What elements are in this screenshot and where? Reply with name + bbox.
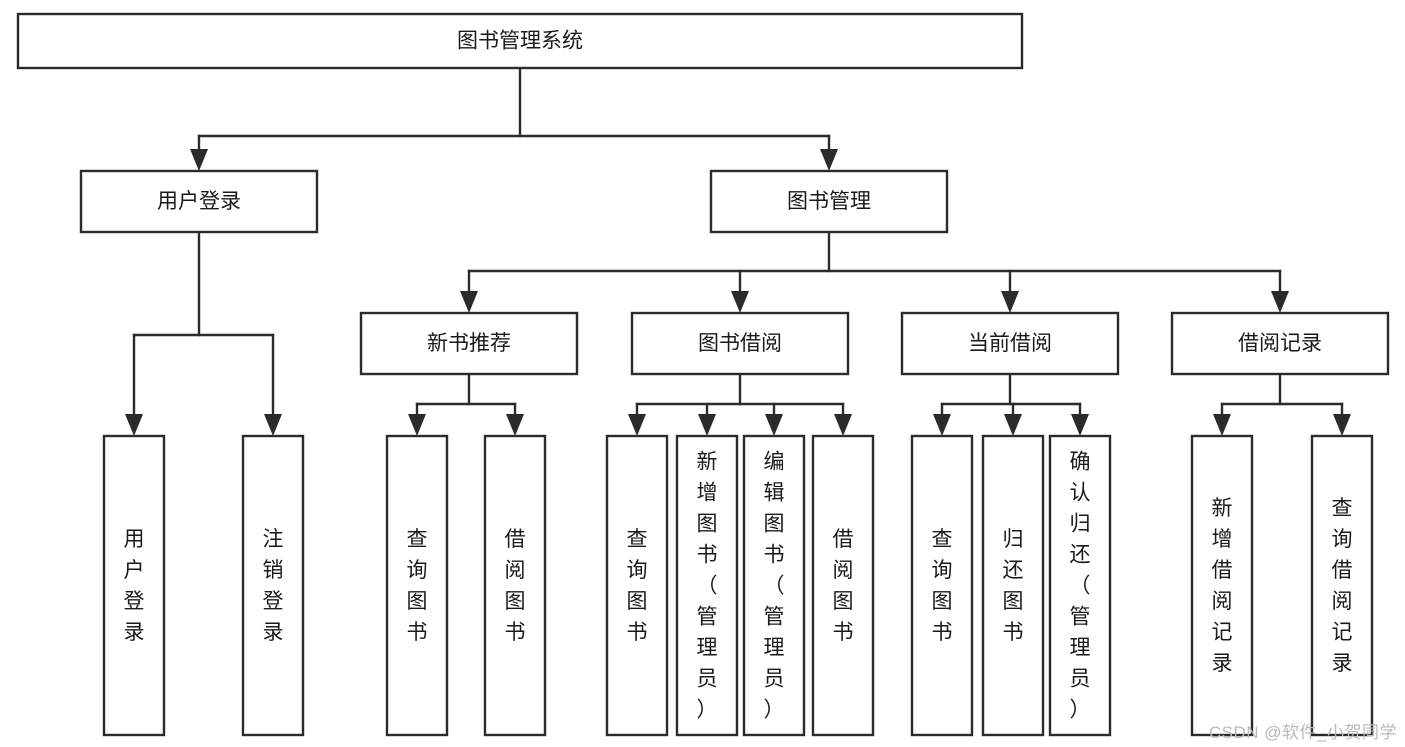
- connector-root-to-book-management: [820, 134, 838, 171]
- node-leaf-borrow-book-recommend[interactable]: 借阅图书: [483, 434, 547, 737]
- connector-recommend-to-leaf-2: [506, 402, 524, 436]
- node-box-leaf-user-logout[interactable]: [241, 434, 305, 737]
- node-label-leaf-return-book: 归还图书: [1003, 528, 1024, 644]
- node-box-leaf-borrow-book[interactable]: [811, 434, 875, 737]
- node-box-leaf-add-borrow-record[interactable]: [1190, 434, 1254, 737]
- connector-current-to-leaf-3: [1071, 402, 1089, 436]
- node-book-management[interactable]: 图书管理: [709, 169, 949, 234]
- node-label-leaf-borrow-book-recommend: 借阅图书: [505, 528, 526, 644]
- connector-records-to-leaf-1: [1213, 402, 1231, 436]
- connector-records-to-leaf-2: [1333, 402, 1351, 436]
- node-leaf-add-borrow-record[interactable]: 新增借阅记录: [1190, 434, 1254, 737]
- node-leaf-user-logout[interactable]: 注销登录: [241, 434, 305, 737]
- node-label-borrow-records: 借阅记录: [1238, 332, 1322, 355]
- connector-borrow-to-leaf-1: [628, 402, 646, 436]
- connector-user-login-to-leaf-2: [264, 333, 282, 436]
- node-box-leaf-query-borrow-record[interactable]: [1310, 434, 1374, 737]
- node-label-current-borrow: 当前借阅: [968, 332, 1052, 355]
- node-new-book-recommend[interactable]: 新书推荐: [359, 311, 579, 376]
- connector-current-to-leaf-1: [933, 402, 951, 436]
- node-label-user-login: 用户登录: [157, 190, 241, 213]
- node-label-leaf-borrow-book: 借阅图书: [833, 528, 854, 644]
- node-label-leaf-query-book-borrow: 查询图书: [627, 528, 648, 644]
- connector-book-management-to-records: [1271, 269, 1289, 313]
- node-label-leaf-confirm-return-admin: 确认归还（管理员）: [1070, 450, 1091, 721]
- node-root[interactable]: 图书管理系统: [16, 12, 1024, 70]
- node-label-book-borrow: 图书借阅: [698, 332, 782, 355]
- node-user-login[interactable]: 用户登录: [79, 169, 319, 234]
- connector-current-to-leaf-2: [1004, 402, 1022, 436]
- node-leaf-borrow-book[interactable]: 借阅图书: [811, 434, 875, 737]
- node-box-leaf-add-book-admin[interactable]: [675, 434, 739, 737]
- node-box-borrow-records[interactable]: [1170, 311, 1390, 376]
- node-leaf-query-book-recommend[interactable]: 查询图书: [385, 434, 449, 737]
- node-label-leaf-query-borrow-record: 查询借阅记录: [1332, 497, 1353, 675]
- connector-book-management-to-borrow: [731, 269, 749, 313]
- connector-borrow-to-leaf-2: [698, 402, 716, 436]
- node-label-leaf-add-borrow-record: 新增借阅记录: [1212, 497, 1233, 675]
- node-box-leaf-query-book-recommend[interactable]: [385, 434, 449, 737]
- node-leaf-return-book[interactable]: 归还图书: [981, 434, 1045, 737]
- node-box-new-book-recommend[interactable]: [359, 311, 579, 376]
- node-label-book-management: 图书管理: [787, 190, 871, 213]
- node-layer: 图书管理系统用户登录图书管理新书推荐图书借阅当前借阅借阅记录用户登录注销登录查询…: [16, 12, 1390, 737]
- connector-user-login-to-leaf-1: [125, 333, 143, 436]
- node-label-new-book-recommend: 新书推荐: [427, 332, 511, 355]
- node-leaf-query-book-current[interactable]: 查询图书: [910, 434, 974, 737]
- node-current-borrow[interactable]: 当前借阅: [900, 311, 1120, 376]
- node-box-book-borrow[interactable]: [630, 311, 850, 376]
- node-borrow-records[interactable]: 借阅记录: [1170, 311, 1390, 376]
- node-leaf-query-book-borrow[interactable]: 查询图书: [605, 434, 669, 737]
- node-box-leaf-query-book-current[interactable]: [910, 434, 974, 737]
- connector-borrow-to-leaf-4: [834, 402, 852, 436]
- node-box-leaf-user-login[interactable]: [102, 434, 166, 737]
- connector-recommend-to-leaf-1: [408, 402, 426, 436]
- node-box-leaf-borrow-book-recommend[interactable]: [483, 434, 547, 737]
- node-box-leaf-edit-book-admin[interactable]: [742, 434, 806, 737]
- node-label-leaf-add-book-admin: 新增图书（管理员）: [697, 450, 718, 721]
- node-leaf-query-borrow-record[interactable]: 查询借阅记录: [1310, 434, 1374, 737]
- node-leaf-confirm-return-admin[interactable]: 确认归还（管理员）: [1048, 434, 1112, 737]
- node-leaf-user-login[interactable]: 用户登录: [102, 434, 166, 737]
- node-box-leaf-confirm-return-admin[interactable]: [1048, 434, 1112, 737]
- csdn-watermark: CSDN @软件_小贺同学: [1208, 723, 1397, 742]
- node-label-leaf-user-login: 用户登录: [124, 528, 145, 644]
- node-label-leaf-query-book-current: 查询图书: [932, 528, 953, 644]
- node-box-user-login[interactable]: [79, 169, 319, 234]
- node-box-root[interactable]: [16, 12, 1024, 70]
- node-label-leaf-user-logout: 注销登录: [263, 528, 284, 644]
- connector-book-management-to-recommend: [460, 269, 478, 313]
- node-box-leaf-return-book[interactable]: [981, 434, 1045, 737]
- node-leaf-add-book-admin[interactable]: 新增图书（管理员）: [675, 434, 739, 737]
- node-box-book-management[interactable]: [709, 169, 949, 234]
- node-label-leaf-edit-book-admin: 编辑图书（管理员）: [764, 450, 785, 721]
- node-box-current-borrow[interactable]: [900, 311, 1120, 376]
- node-box-leaf-query-book-borrow[interactable]: [605, 434, 669, 737]
- connector-borrow-to-leaf-3: [765, 402, 783, 436]
- connector-root-to-user-login: [190, 134, 208, 171]
- connector-book-management-to-current: [1001, 269, 1019, 313]
- connector-layer: [125, 66, 1351, 436]
- node-book-borrow[interactable]: 图书借阅: [630, 311, 850, 376]
- node-leaf-edit-book-admin[interactable]: 编辑图书（管理员）: [742, 434, 806, 737]
- node-label-root: 图书管理系统: [457, 30, 583, 53]
- node-label-leaf-query-book-recommend: 查询图书: [407, 528, 428, 644]
